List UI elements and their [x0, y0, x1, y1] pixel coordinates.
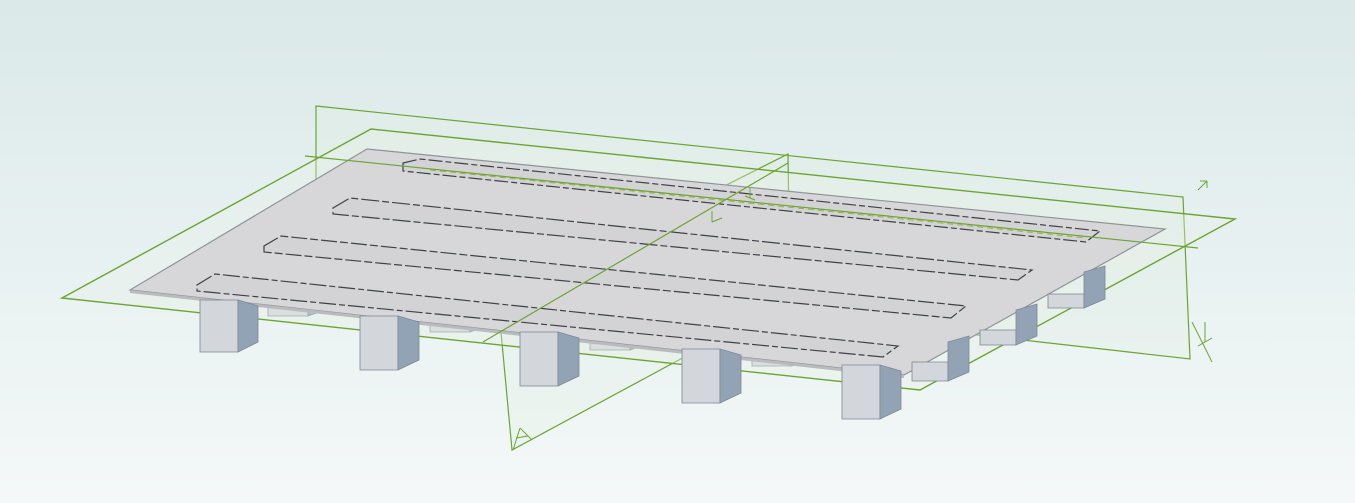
support-block [199, 299, 259, 353]
support-block [681, 348, 742, 404]
slot [402, 158, 1102, 243]
front-support-blocks [199, 299, 902, 420]
support-block [979, 303, 1038, 346]
support-block [1047, 265, 1106, 309]
coordinate-triad-icon[interactable] [711, 188, 756, 223]
plane-handle-icon[interactable] [1191, 180, 1213, 363]
plate-slots [196, 158, 1102, 358]
support-block [911, 335, 970, 382]
support-block [359, 315, 420, 371]
plane-intersection-lines [304, 155, 1199, 343]
right-support-blocks [911, 265, 1106, 382]
slot [196, 273, 900, 358]
support-block [519, 331, 580, 387]
slot [332, 197, 1034, 281]
plane-handle-icon[interactable] [512, 427, 533, 451]
slot [263, 235, 968, 319]
support-block [841, 364, 902, 420]
